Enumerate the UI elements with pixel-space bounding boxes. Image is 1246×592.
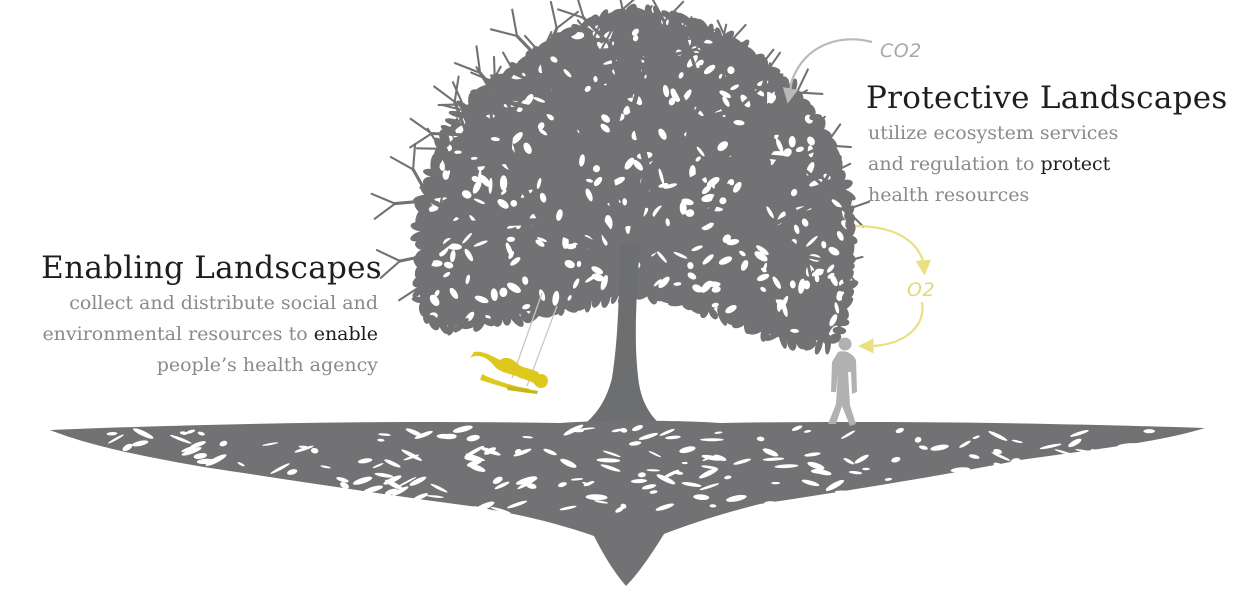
tree-icon bbox=[370, 0, 871, 355]
protective-emphasis: protect bbox=[1040, 153, 1111, 175]
enabling-line-1: collect and distribute social and bbox=[69, 292, 378, 314]
enabling-landscapes-title: Enabling Landscapes bbox=[41, 250, 382, 286]
protective-landscapes-description: utilize ecosystem services and regulatio… bbox=[868, 118, 1118, 211]
swing-child-icon bbox=[470, 351, 548, 394]
protective-landscapes-title: Protective Landscapes bbox=[866, 80, 1228, 116]
trunk bbox=[582, 244, 662, 426]
o2-arrow-icon bbox=[858, 301, 924, 354]
roots-icon bbox=[50, 420, 1205, 586]
enabling-emphasis: enable bbox=[313, 323, 378, 345]
walking-person-icon bbox=[828, 337, 857, 426]
protective-line-2-text: and regulation to bbox=[868, 153, 1041, 175]
protective-line-3: health resources bbox=[868, 184, 1030, 206]
protective-line-2: and regulation to protect bbox=[868, 153, 1110, 175]
enabling-line-3: people’s health agency bbox=[156, 354, 378, 376]
co2-label: CO2 bbox=[880, 40, 922, 62]
o2-label: O2 bbox=[907, 279, 936, 301]
enabling-line-2: environmental resources to enable bbox=[42, 323, 378, 345]
enabling-line-2-text: environmental resources to bbox=[42, 323, 314, 345]
co2-arrow-icon bbox=[782, 38, 873, 104]
protective-line-1: utilize ecosystem services bbox=[868, 122, 1119, 144]
o2-arrow-icon bbox=[855, 224, 932, 276]
enabling-landscapes-description: collect and distribute social and enviro… bbox=[42, 288, 378, 381]
